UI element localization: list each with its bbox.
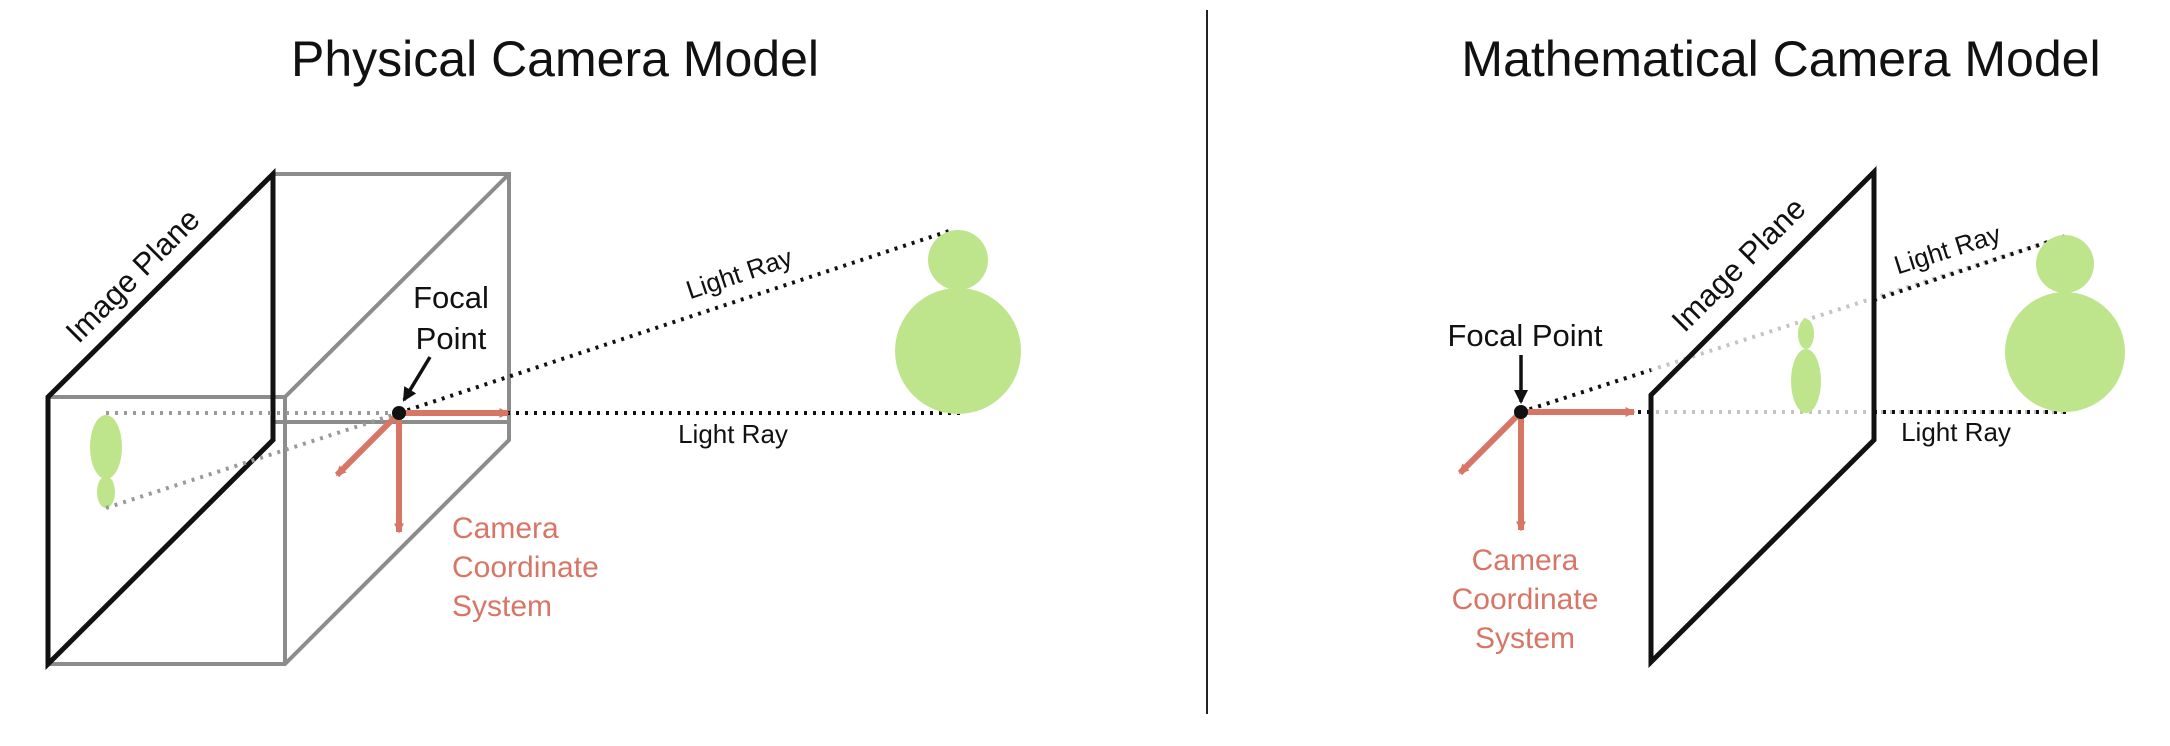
coord-label-left-line1: Camera: [452, 512, 559, 545]
coord-label-right-line1: Camera: [1472, 544, 1579, 577]
ray-diagonal-far: [1873, 234, 2067, 302]
physical-camera-panel: Physical Camera Model Image Plane Light …: [45, 31, 1021, 671]
image-plane-label-right: Image Plane: [1665, 191, 1813, 339]
coord-label-right-line3: System: [1475, 622, 1575, 655]
light-ray-bottom-label-right: Light Ray: [1901, 417, 2011, 447]
axis-x-right: [1457, 409, 1524, 476]
focal-point-dot-right: [1514, 405, 1528, 419]
axis-x-left: [334, 410, 402, 478]
image-plane-label-left: Image Plane: [59, 202, 207, 350]
ray-diagonal-behind-plane: [1520, 234, 2067, 414]
camera-box: [48, 172, 511, 666]
mathematical-camera-title: Mathematical Camera Model: [1461, 31, 2100, 87]
camera-box-front-edges: [48, 395, 287, 664]
camera-axes-right: [1457, 407, 1636, 532]
physical-camera-title: Physical Camera Model: [291, 31, 819, 87]
focal-point-label-left-line1: Focal: [413, 280, 489, 315]
focal-point-pointer-left: [402, 356, 432, 402]
ray-diagonal-front: [1520, 368, 1652, 414]
ray-inside-bottom: [105, 411, 400, 510]
subject-head-left: [928, 230, 988, 290]
inverted-image-body: [90, 415, 122, 479]
focal-point-label-right: Focal Point: [1447, 318, 1602, 353]
mathematical-camera-panel: Mathematical Camera Model Image Plane Li…: [1447, 31, 2125, 669]
focal-point-label-left-line2: Point: [416, 321, 487, 356]
light-ray-top-label-left: Light Ray: [682, 242, 796, 305]
light-ray-top-label-right: Light Ray: [1890, 219, 2004, 281]
subject-body-left: [895, 288, 1021, 414]
coord-label-left-line2: Coordinate: [452, 551, 599, 584]
coord-label-left-line3: System: [452, 590, 552, 623]
image-plane-left: [45, 168, 276, 671]
inverted-image-head: [97, 476, 115, 508]
light-ray-bottom-label-left: Light Ray: [678, 419, 788, 449]
camera-box-diagonal: [283, 172, 511, 399]
projected-image-body: [1791, 349, 1821, 413]
coord-label-right-line2: Coordinate: [1452, 583, 1599, 616]
subject-head-right: [2036, 235, 2094, 293]
focal-point-dot-left: [392, 406, 406, 420]
image-plane-right: [1648, 165, 1877, 669]
subject-body-right: [2005, 292, 2125, 412]
camera-axes-left: [334, 408, 510, 534]
projected-image-head: [1798, 319, 1814, 349]
camera-box-outline: [48, 172, 511, 666]
